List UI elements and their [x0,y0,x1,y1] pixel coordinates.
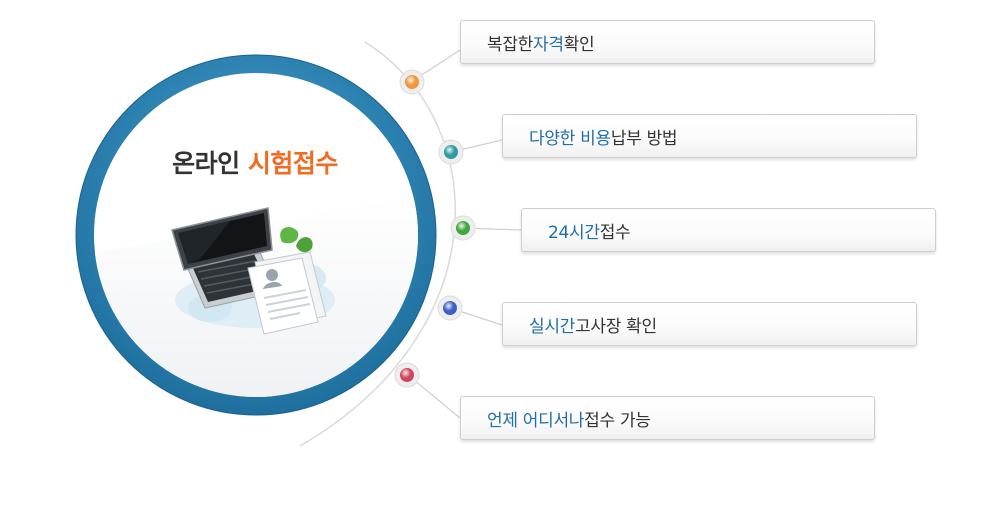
feature-box-anywhere: 언제 어디서나 접수 가능 [460,396,875,440]
feature-box-realtime: 실시간 고사장 확인 [502,302,917,346]
bullet-24h [450,215,476,241]
feature-text-before: 복잡한 [487,34,534,55]
laptop-document-icon [171,207,335,335]
hero-title-accent: 시험접수 [247,149,339,178]
feature-text-after: 납부 방법 [610,128,678,149]
feature-box-qualification: 복잡한 자격 확인 [460,20,875,64]
feature-highlight: 자격 [533,34,564,55]
bullet-anywhere [394,362,420,388]
feature-text-after: 고사장 확인 [575,316,657,337]
bullet-qualification [399,69,425,95]
hero-title: 온라인 시험접수 [120,144,390,180]
feature-highlight: 다양한 비용 [529,128,611,149]
feature-highlight: 실시간 [529,316,576,337]
hero-title-plain: 온라인 [172,149,240,178]
feature-highlight: 24시간 [548,222,600,243]
feature-box-24h: 24시간 접수 [521,208,936,252]
feature-text-after: 접수 [599,222,631,243]
bullet-payment [438,139,464,165]
feature-text-after: 확인 [563,34,595,55]
bullet-group [394,69,476,388]
feature-box-payment: 다양한 비용 납부 방법 [502,114,917,158]
feature-text-after: 접수 가능 [584,410,651,431]
feature-highlight: 언제 어디서나 [487,410,585,431]
bullet-realtime [437,295,463,321]
